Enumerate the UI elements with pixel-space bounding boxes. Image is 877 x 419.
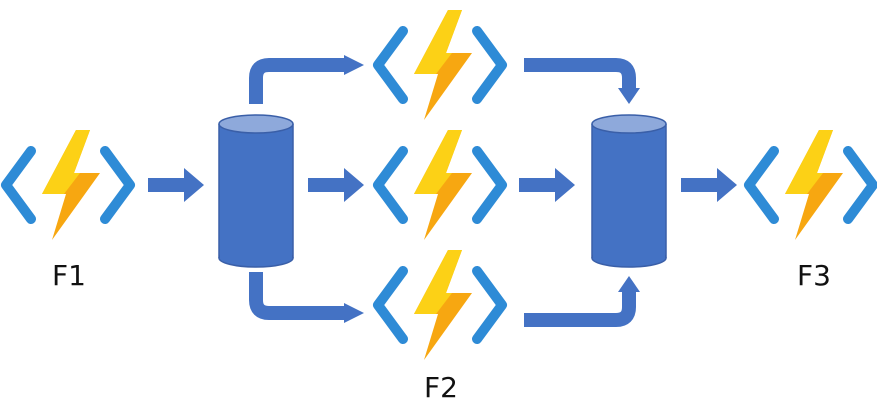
function-f3-icon xyxy=(749,130,873,240)
arrow-queue-to-f3 xyxy=(681,168,737,202)
label-f3: F3 xyxy=(797,259,831,292)
arrowhead-queue-right-bottom xyxy=(618,276,640,292)
function-f2-bottom-icon xyxy=(378,250,502,360)
label-f2: F2 xyxy=(424,371,458,404)
arrow-queue-to-f2-bottom xyxy=(249,272,346,320)
arrow-queue-to-f2-middle xyxy=(308,168,364,202)
queue-right-cylinder xyxy=(591,114,667,268)
arrow-f2-top-to-queue xyxy=(524,58,636,90)
arrow-f1-to-queue xyxy=(148,168,204,202)
curved-arrows xyxy=(249,58,636,327)
arrow-f2-middle-to-queue xyxy=(519,168,575,202)
arrow-f2-bottom-to-queue xyxy=(524,290,636,327)
curved-arrow-heads xyxy=(344,55,640,323)
arrowhead-f2-bottom xyxy=(344,303,364,323)
label-f1: F1 xyxy=(52,259,86,292)
function-f2-middle-icon xyxy=(378,130,502,240)
queue-left-cylinder xyxy=(218,114,294,268)
arrowhead-f2-top xyxy=(344,55,364,75)
arrow-queue-to-f2-top xyxy=(249,58,346,104)
function-f1-icon xyxy=(6,130,130,240)
straight-arrows xyxy=(148,168,737,202)
arrowhead-queue-right-top xyxy=(618,88,640,104)
function-f2-top-icon xyxy=(378,10,502,120)
